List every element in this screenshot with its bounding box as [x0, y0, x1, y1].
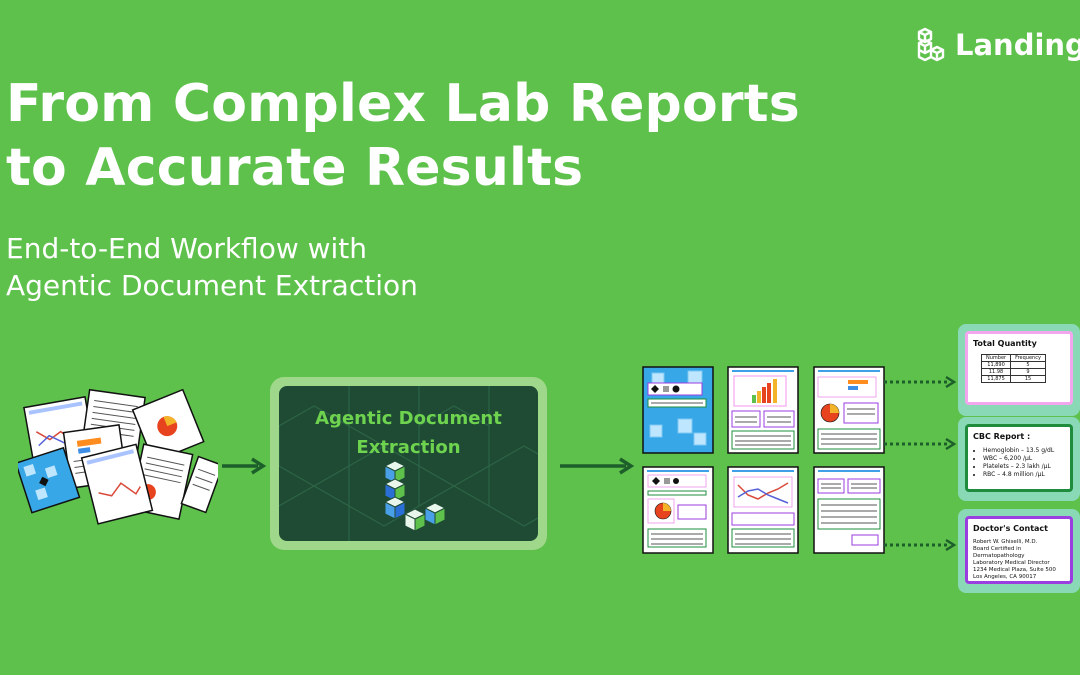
table-cell: 9 [1010, 368, 1046, 376]
extraction-title: Agentic Document Extraction [279, 404, 538, 462]
processed-document-5 [727, 466, 799, 554]
cbc-report-card: CBC Report : Hemoglobin – 13.5 g/dL WBC … [958, 417, 1080, 501]
table-cell: 11,875 [980, 375, 1012, 383]
input-document-3 [131, 388, 205, 463]
contact-line: Laboratory Medical Director [973, 560, 1050, 566]
logo-text: LandingAI [955, 28, 1080, 62]
cbc-report-title: CBC Report : [973, 432, 1031, 441]
list-item: Hemoglobin – 13.5 g/dL [983, 447, 1065, 455]
table-header-number: Number [980, 354, 1012, 362]
contact-line: Board Certified in Dermatopathology [973, 546, 1025, 559]
page-subtitle: End-to-End Workflow with Agentic Documen… [6, 230, 418, 304]
table-cell: 5 [1010, 361, 1046, 369]
processed-document-3 [813, 366, 885, 454]
contact-line: Los Angeles, CA 90017 [973, 574, 1037, 580]
table-cell: 11.98 [980, 368, 1012, 376]
landingai-logo: LandingAI [916, 26, 1080, 66]
processed-documents-grid [642, 366, 885, 554]
input-documents-pile [18, 388, 218, 525]
list-item: Platelets – 2.3 lakh /µL [983, 463, 1065, 471]
processed-document-2 [727, 366, 799, 454]
cube-logo-icon [383, 460, 447, 532]
doctor-contact-lines: Robert W. Ghiselli, M.D. Board Certified… [973, 539, 1065, 581]
table-cell: 15 [1010, 375, 1046, 383]
doctor-contact-panel: Doctor's Contact Robert W. Ghiselli, M.D… [965, 516, 1073, 584]
table-header-frequency: Frequency [1010, 354, 1046, 362]
arrow-to-extraction [222, 457, 267, 475]
extraction-title-line-2: Extraction [356, 437, 461, 458]
total-quantity-title: Total Quantity [973, 339, 1037, 348]
title-line-2: to Accurate Results [6, 138, 584, 198]
hex-background [279, 386, 538, 541]
cbc-report-panel: CBC Report : Hemoglobin – 13.5 g/dL WBC … [965, 424, 1073, 492]
arrow-to-documents [560, 457, 635, 475]
contact-line: 1234 Medical Plaza, Suite 500 [973, 567, 1056, 573]
extraction-panel: Agentic Document Extraction [279, 386, 538, 541]
input-document-8 [180, 455, 218, 514]
processed-document-4 [642, 466, 714, 554]
page-title: From Complex Lab Reports to Accurate Res… [6, 72, 800, 200]
processed-document-6 [813, 466, 885, 554]
list-item: RBC – 4.8 million /µL [983, 471, 1065, 479]
list-item: WBC – 6,200 /µL [983, 455, 1065, 463]
extraction-title-line-1: Agentic Document [315, 408, 502, 429]
input-document-5 [18, 446, 81, 514]
dotted-arrows [884, 375, 957, 552]
extraction-card: Agentic Document Extraction [270, 377, 547, 550]
processed-document-1 [642, 366, 714, 454]
contact-line: Robert W. Ghiselli, M.D. [973, 539, 1038, 545]
subtitle-line-2: Agentic Document Extraction [6, 269, 418, 302]
doctor-contact-title: Doctor's Contact [973, 524, 1048, 533]
landingai-logo-icon [917, 27, 945, 62]
subtitle-line-1: End-to-End Workflow with [6, 232, 368, 265]
doctor-contact-card: Doctor's Contact Robert W. Ghiselli, M.D… [958, 509, 1080, 593]
cbc-report-list: Hemoglobin – 13.5 g/dL WBC – 6,200 /µL P… [973, 447, 1065, 479]
title-line-1: From Complex Lab Reports [6, 74, 800, 134]
input-document-7 [80, 443, 154, 525]
table-cell: 11,890 [980, 361, 1012, 369]
